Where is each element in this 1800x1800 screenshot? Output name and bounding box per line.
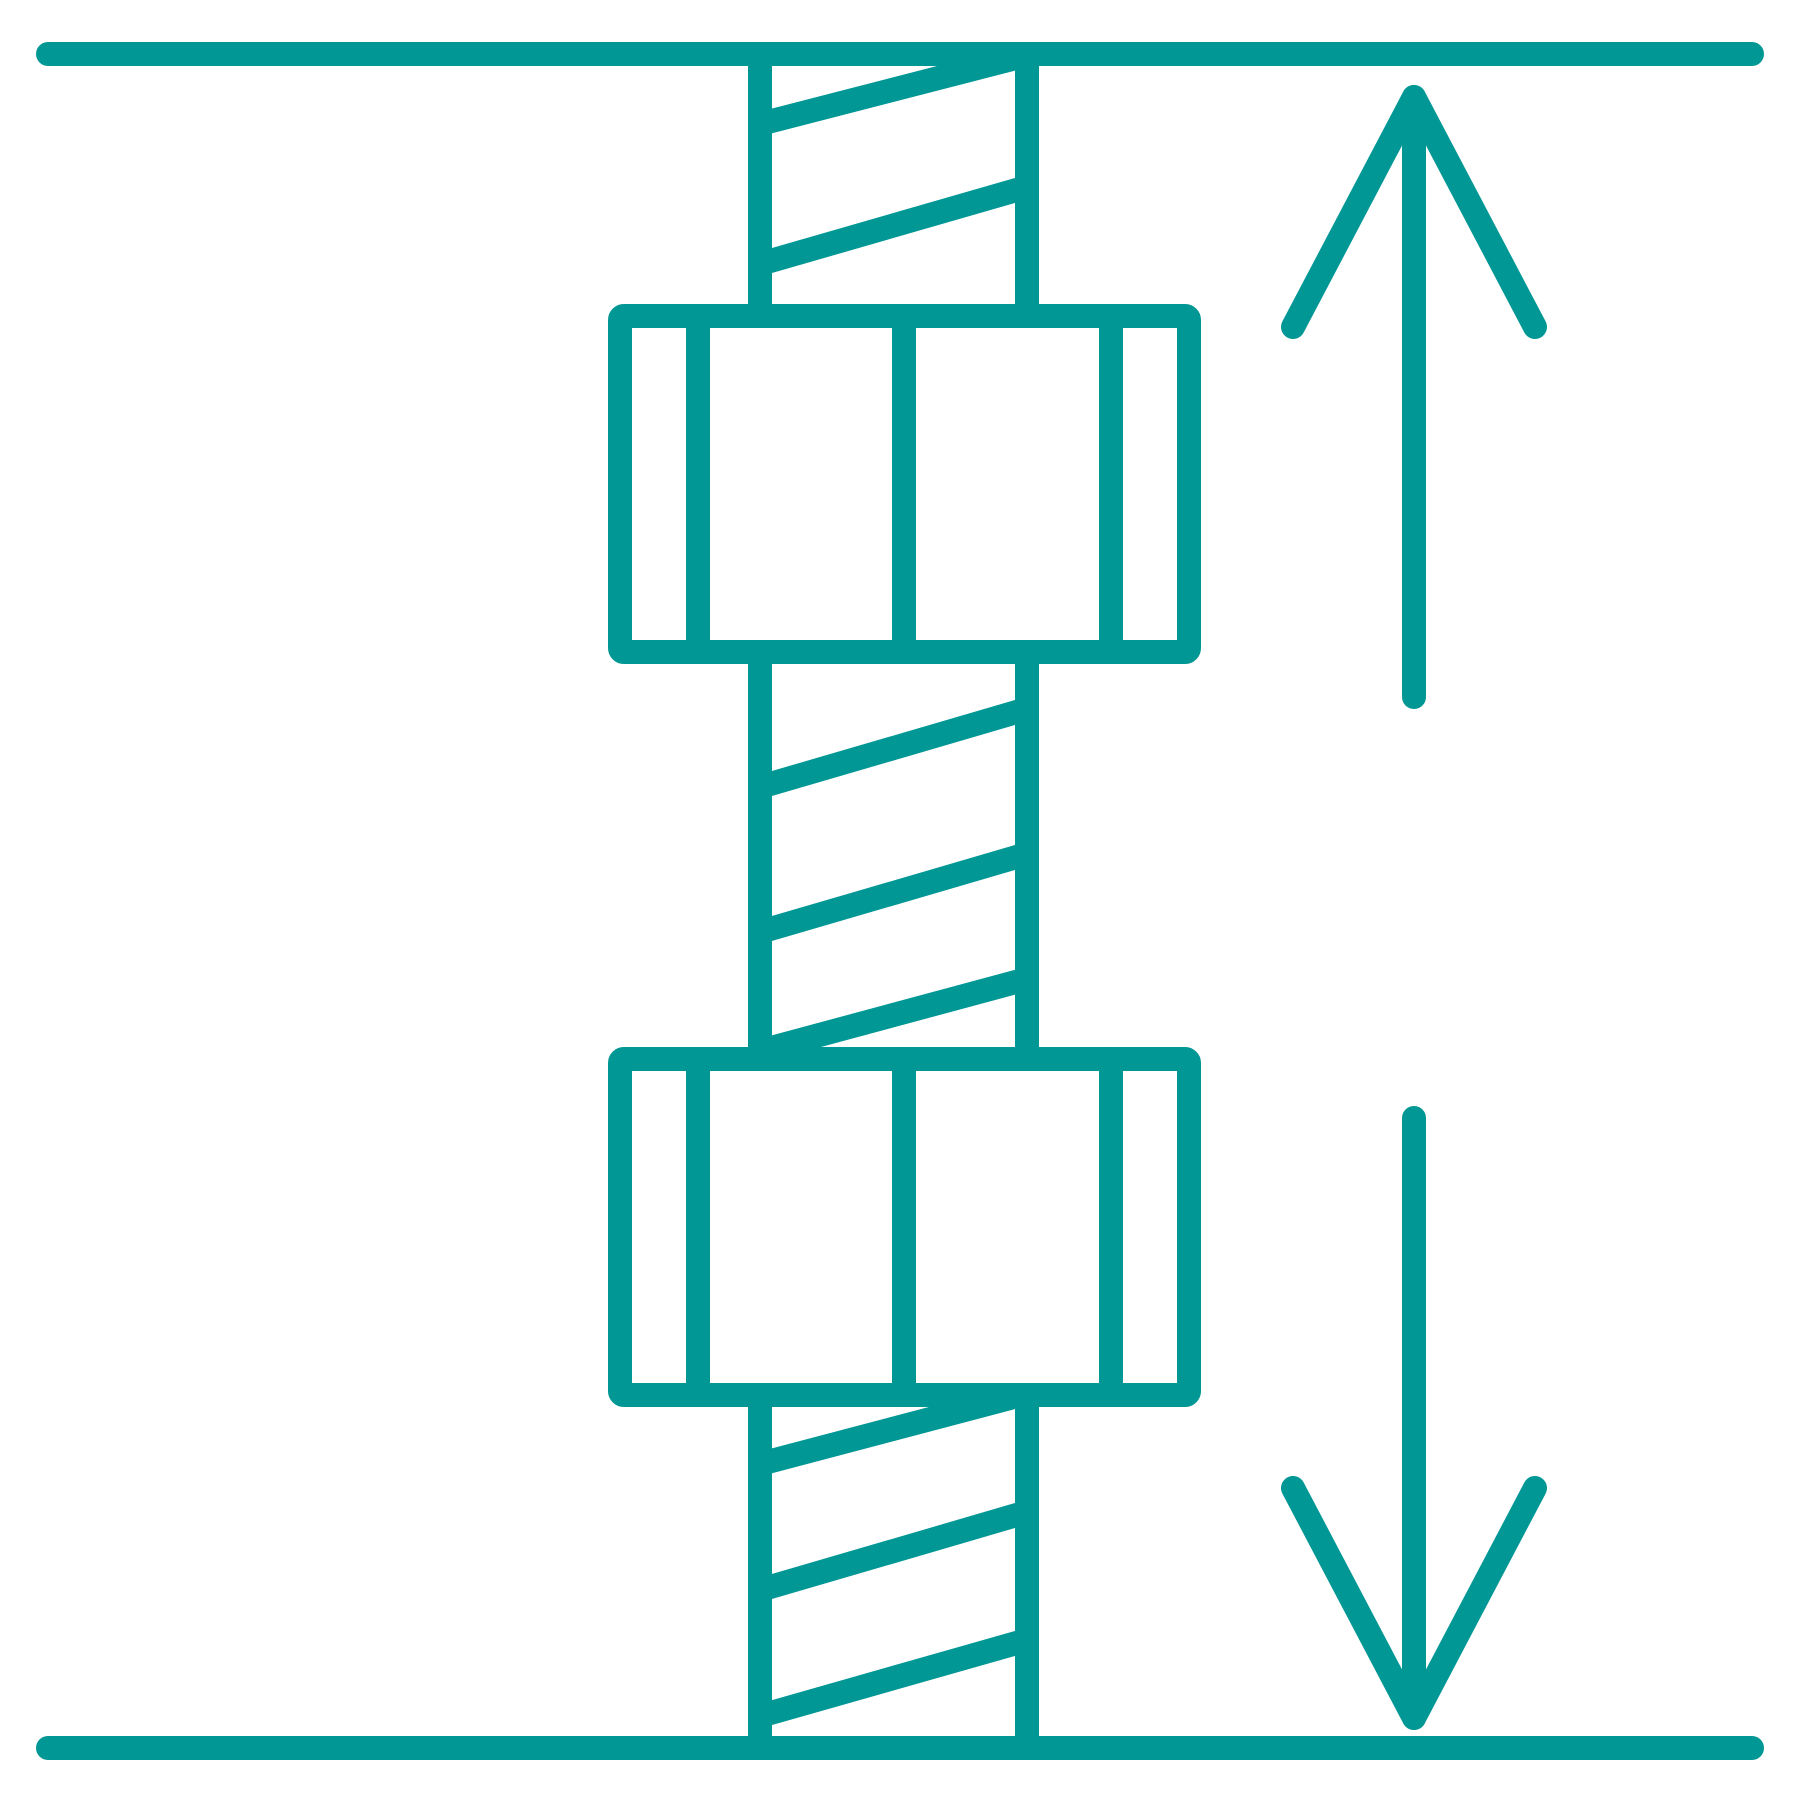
threaded-rod-lower-segment — [748, 1386, 1039, 1754]
upper-nut — [608, 304, 1201, 664]
lower-nut — [608, 1047, 1201, 1407]
arrow-up-icon — [1281, 85, 1547, 709]
arrow-down-icon — [1281, 1106, 1547, 1730]
threaded-rod-upper-segment — [748, 46, 1039, 317]
threaded-rod-middle-segment — [748, 648, 1039, 1063]
